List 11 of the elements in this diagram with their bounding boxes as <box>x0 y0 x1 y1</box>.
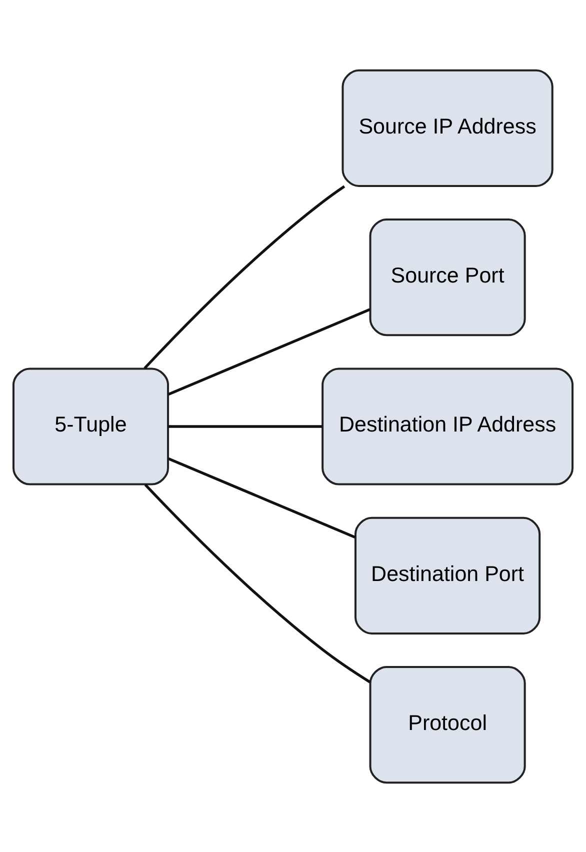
connector <box>168 424 322 428</box>
node-box: Destination IP Address <box>322 367 574 485</box>
node-box: Source IP Address <box>342 68 554 186</box>
connector <box>168 308 370 396</box>
node-box: Source Port <box>369 218 526 336</box>
connector <box>168 456 356 538</box>
node-box: Protocol <box>369 666 526 784</box>
node-box: Destination Port <box>354 516 541 634</box>
connector <box>144 184 346 369</box>
connector <box>144 483 371 683</box>
node-box: 5-Tuple <box>12 367 170 485</box>
